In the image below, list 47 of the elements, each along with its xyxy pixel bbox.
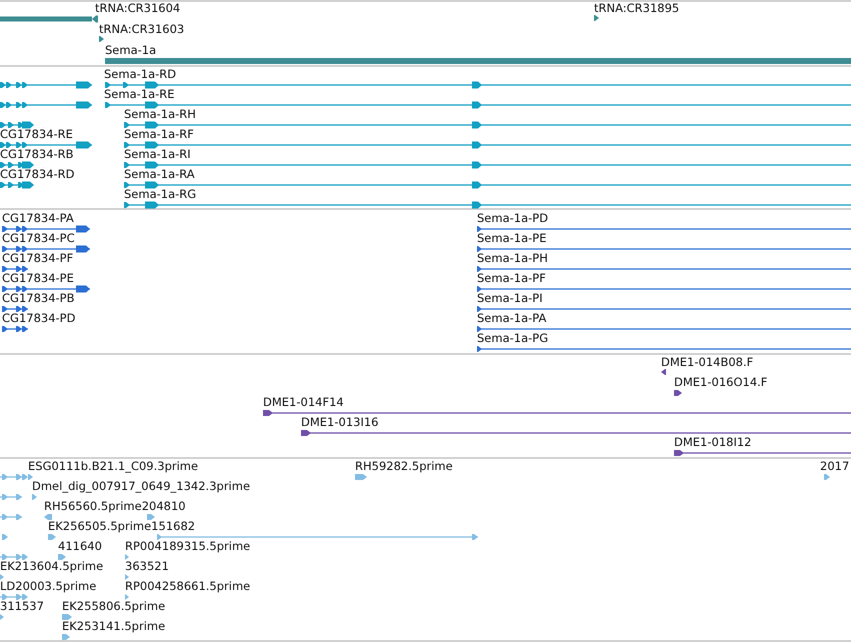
feature-label: EK213604.5prime <box>0 560 104 573</box>
feature-label: EK255806.5prime <box>62 600 166 613</box>
feature-label: DME1-014B08.F <box>661 356 754 369</box>
feature-label: 311537 <box>0 600 44 613</box>
feature-label: RH56560.5prime204810 <box>44 500 186 513</box>
feature-label: Dmel_dig_007917_0649_1342.3prime <box>32 480 250 493</box>
feature-label: Sema-1a-PD <box>477 212 548 225</box>
feature-label: Sema-1a-RD <box>104 68 176 81</box>
feature-label: RP004258661.5prime <box>125 580 250 593</box>
feature-label: tRNA:CR31603 <box>99 23 184 36</box>
feature-label: EK256505.5prime151682 <box>48 520 196 533</box>
feature-label: Sema-1a-RG <box>124 188 196 201</box>
feature-label: ESG0111b.B21.1_C09.3prime <box>28 460 198 473</box>
feature-label: DME1-014F14 <box>263 396 344 409</box>
feature-label: CG17834-RE <box>0 128 73 141</box>
feature-label: Sema-1a-PI <box>477 292 543 305</box>
feature-label: CG17834-PE <box>2 272 74 285</box>
feature-label: CG17834-PC <box>2 232 75 245</box>
feature-label: 363521 <box>125 560 169 573</box>
feature-label: Sema-1a-RH <box>124 108 196 121</box>
feature-label: Sema-1a-PE <box>477 232 546 245</box>
feature-label: tRNA:CR31604 <box>95 2 180 15</box>
feature-label: CG17834-PD <box>2 312 76 325</box>
feature-label: DME1-016O14.F <box>674 376 768 389</box>
feature-label: Sema-1a-RF <box>124 128 194 141</box>
feature-label: DME1-018I12 <box>674 436 752 449</box>
feature-label: tRNA:CR31895 <box>594 2 680 15</box>
feature-label: Sema-1a-RI <box>124 148 191 161</box>
feature-label: Sema-1a-PH <box>477 252 548 265</box>
feature-label: Sema-1a-PA <box>477 312 546 325</box>
feature-label: 411640 <box>58 540 102 553</box>
feature-label: CG17834-PF <box>2 252 74 265</box>
feature-label: Sema-1a-RA <box>124 168 195 181</box>
feature-label: Sema-1a-PF <box>477 272 546 285</box>
feature-label: Sema-1a-PG <box>477 332 548 345</box>
feature-label: RP004189315.5prime <box>125 540 250 553</box>
feature-label: LD20003.5prime <box>0 580 96 593</box>
feature-label: Sema-1a <box>105 44 156 57</box>
feature-label: Sema-1a-RE <box>104 88 175 101</box>
feature-label: RH59282.5prime <box>355 460 453 473</box>
feature-label: CG17834-RD <box>0 168 75 181</box>
feature-label: EK253141.5prime <box>62 620 166 633</box>
feature-label: CG17834-PB <box>2 292 74 305</box>
feature-label: CG17834-PA <box>2 212 74 225</box>
feature-label: 2017 <box>820 460 850 473</box>
feature-label: DME1-013I16 <box>301 416 378 429</box>
feature-label: CG17834-RB <box>0 148 74 161</box>
